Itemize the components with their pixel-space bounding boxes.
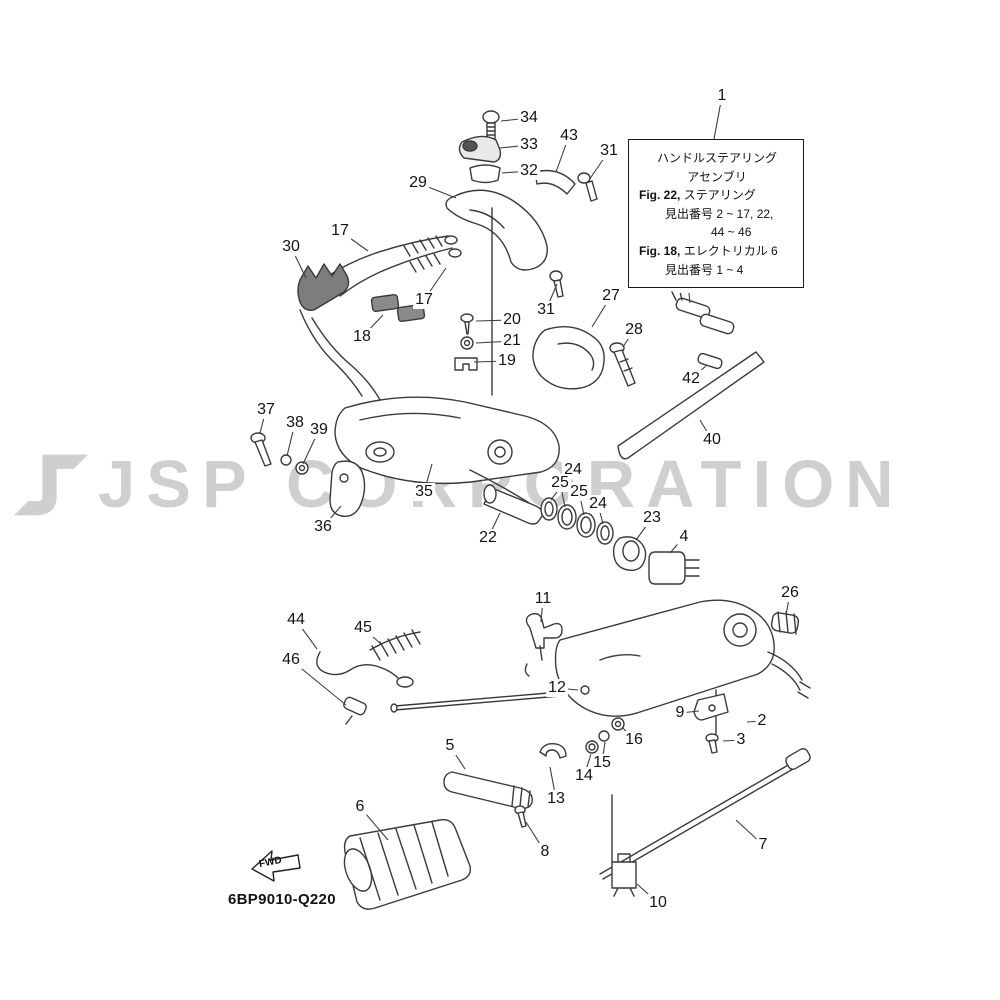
callout-38: 38: [284, 414, 306, 432]
callout-33: 33: [518, 136, 540, 154]
part-bolt-37: [250, 432, 272, 467]
part-shaft-22: [483, 484, 544, 525]
callout-27: 27: [600, 287, 622, 305]
fwd-arrow-icon: [251, 850, 301, 882]
callout-34: 34: [518, 109, 540, 127]
info-fig2-detail: 見出番号 1 ~ 4: [665, 262, 744, 277]
callout-20: 20: [501, 311, 523, 329]
callout-46: 46: [280, 651, 302, 669]
part-rod-7: [599, 748, 811, 880]
part-cover-27: [532, 326, 605, 390]
info-fig1-label: Fig. 22,: [639, 188, 681, 203]
info-fig2-label: Fig. 18,: [639, 243, 681, 258]
part-bracket-strip-40: [617, 351, 765, 460]
part-grip-6: [343, 819, 472, 910]
callout-10: 10: [647, 894, 669, 912]
callout-29: 29: [407, 174, 429, 192]
part-washer-16: [611, 717, 625, 731]
info-title-line2: アセンブリ: [687, 169, 747, 184]
callout-37: 37: [255, 401, 277, 419]
callout-30: 30: [280, 238, 302, 256]
part-clamp-33: [458, 135, 502, 163]
callout-17: 17: [413, 291, 435, 309]
info-fig1: Fig. 22, ステアリング: [639, 186, 795, 205]
info-fig1-name: ステアリング: [683, 188, 756, 203]
callout-24: 24: [587, 495, 609, 513]
info-title-line1: ハンドルステアリング: [656, 151, 777, 165]
part-main-bracket-35: [334, 396, 560, 511]
callout-35: 35: [413, 483, 435, 501]
part-bolt-3: [705, 733, 719, 754]
part-seat-32: [469, 164, 501, 184]
info-fig1-detail1: 見出番号 2 ~ 17, 22,: [665, 206, 774, 221]
part-link-rod: [390, 691, 561, 713]
part-washer-15: [598, 730, 610, 742]
part-screw-31-top: [577, 172, 598, 202]
part-fitting-42: [697, 352, 723, 370]
part-screw-20: [460, 313, 474, 335]
part-washer-14: [585, 740, 599, 754]
jsp-logo-icon: [14, 454, 88, 515]
callout-45: 45: [352, 619, 374, 637]
drawing-code: 6BP9010-Q220: [228, 891, 336, 908]
callout-19: 19: [496, 352, 518, 370]
callout-18: 18: [351, 328, 373, 346]
callout-43: 43: [558, 127, 580, 145]
part-handle-cover-29: [445, 189, 548, 396]
info-fig1-detail2: 44 ~ 46: [711, 225, 752, 240]
callout-5: 5: [443, 737, 457, 755]
part-bolt-28: [609, 342, 636, 387]
assembly-info-box: ハンドルステアリング アセンブリ Fig. 22, ステアリング 見出番号 2 …: [628, 139, 804, 289]
callout-8: 8: [538, 843, 552, 861]
callout-6: 6: [353, 798, 367, 816]
info-fig2: Fig. 18, エレクトリカル 6: [639, 242, 795, 261]
part-pin-12: [524, 663, 590, 695]
callout-13: 13: [545, 790, 567, 808]
part-grommet-26: [770, 611, 800, 635]
part-spring-45: [369, 629, 421, 661]
part-valves-41: [671, 291, 735, 335]
callout-2: 2: [755, 712, 769, 730]
callout-42: 42: [680, 370, 702, 388]
part-wing-bolt-11: [525, 612, 563, 661]
part-washer-21: [460, 336, 474, 350]
callout-3: 3: [734, 731, 748, 749]
callout-36: 36: [312, 518, 334, 536]
callout-44: 44: [285, 611, 307, 629]
part-half-ring-13: [539, 742, 567, 759]
callout-4: 4: [677, 528, 691, 546]
part-bracket-36: [329, 460, 366, 517]
callout-23: 23: [641, 509, 663, 527]
callout-11: 11: [532, 590, 554, 608]
callout-22: 22: [477, 529, 499, 547]
info-fig2-name: エレクトリカル 6: [683, 243, 778, 258]
callout-17: 17: [329, 222, 351, 240]
callout-9: 9: [673, 704, 687, 722]
callout-26: 26: [779, 584, 801, 602]
callout-32: 32: [518, 162, 540, 180]
part-rings-24-25: [540, 497, 614, 545]
callout-7: 7: [756, 836, 770, 854]
callout-16: 16: [623, 731, 645, 749]
part-tiller-housing: [554, 599, 811, 737]
callout-28: 28: [623, 321, 645, 339]
part-cover-43: [534, 169, 576, 195]
callout-40: 40: [701, 431, 723, 449]
callout-31: 31: [598, 142, 620, 160]
part-boot-30: [297, 263, 381, 401]
part-washer-39: [295, 461, 309, 475]
callout-14: 14: [573, 767, 595, 785]
callout-1: 1: [715, 87, 729, 105]
callout-31: 31: [535, 301, 557, 319]
callout-21: 21: [501, 332, 523, 350]
part-washer-38: [280, 454, 292, 466]
part-cap-23: [612, 536, 647, 572]
part-clamp-10: [611, 794, 637, 897]
part-coupler-4: [648, 551, 700, 585]
callout-12: 12: [546, 679, 568, 697]
callout-39: 39: [308, 421, 330, 439]
